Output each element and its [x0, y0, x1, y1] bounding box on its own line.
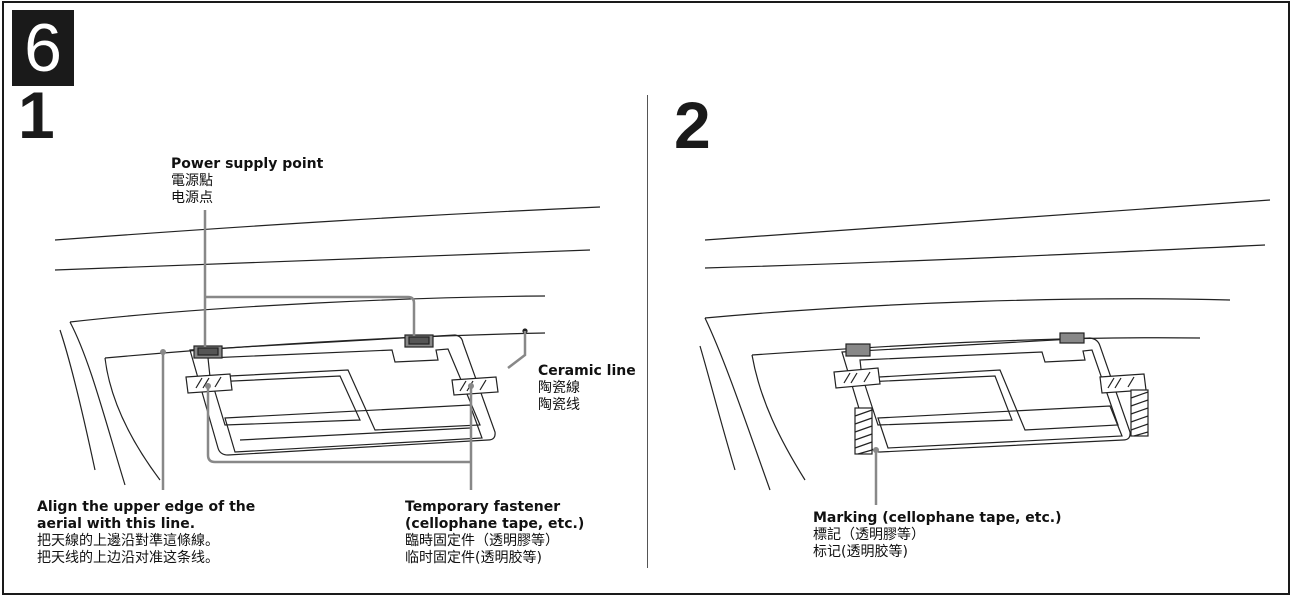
- label-fastener-zh-simp: 临时固定件(透明胶等): [405, 550, 542, 566]
- step-1-number: 1: [18, 78, 55, 152]
- label-power-supply-zh-simp: 电源点: [171, 190, 213, 206]
- label-ceramic-line: Ceramic line 陶瓷線 陶瓷线: [538, 363, 636, 414]
- label-power-supply-point: Power supply point 電源點 电源点: [171, 156, 323, 207]
- label-fastener-en-line2: (cellophane tape, etc.): [405, 516, 585, 532]
- panel-2-aerial: [833, 332, 1147, 453]
- panel-1-car-windshield: [54, 206, 601, 486]
- label-power-supply-zh-trad: 電源點: [171, 173, 213, 189]
- label-align-zh-simp: 把天线的上边沿对准这条线。: [37, 550, 219, 566]
- label-fastener-zh-trad: 臨時固定件（透明膠等）: [405, 533, 559, 549]
- panel-1-tape-right: [451, 376, 499, 396]
- label-marking-en: Marking (cellophane tape, etc.): [813, 510, 1062, 526]
- label-marking-zh-trad: 標記（透明膠等）: [813, 527, 925, 543]
- label-marking: Marking (cellophane tape, etc.) 標記（透明膠等）…: [813, 510, 1062, 561]
- panel-2-marking-tapes: [854, 389, 1149, 455]
- label-power-supply-en: Power supply point: [171, 156, 324, 172]
- panel-divider: [647, 95, 648, 568]
- panel-1-aerial: [185, 334, 499, 456]
- label-temporary-fastener: Temporary fastener (cellophane tape, etc…: [405, 499, 584, 567]
- step-2-number: 2: [674, 88, 711, 162]
- label-align-instruction: Align the upper edge of the aerial with …: [37, 499, 255, 567]
- label-ceramic-line-en: Ceramic line: [538, 363, 636, 379]
- label-marking-zh-simp: 标记(透明胶等): [813, 544, 908, 560]
- label-fastener-en-line1: Temporary fastener: [405, 499, 561, 515]
- label-align-en-line1: Align the upper edge of the: [37, 499, 256, 515]
- panel-2-car-windshield: [699, 199, 1271, 491]
- label-align-en-line2: aerial with this line.: [37, 516, 196, 532]
- label-align-zh-trad: 把天線的上邊沿對準這條線。: [37, 533, 219, 549]
- label-ceramic-line-zh-trad: 陶瓷線: [538, 380, 580, 396]
- label-ceramic-line-zh-simp: 陶瓷线: [538, 397, 580, 413]
- panel-2-tape-left: [833, 367, 881, 389]
- panel-1-leader-lines: [161, 210, 527, 490]
- figure-number-badge: 6: [12, 10, 74, 86]
